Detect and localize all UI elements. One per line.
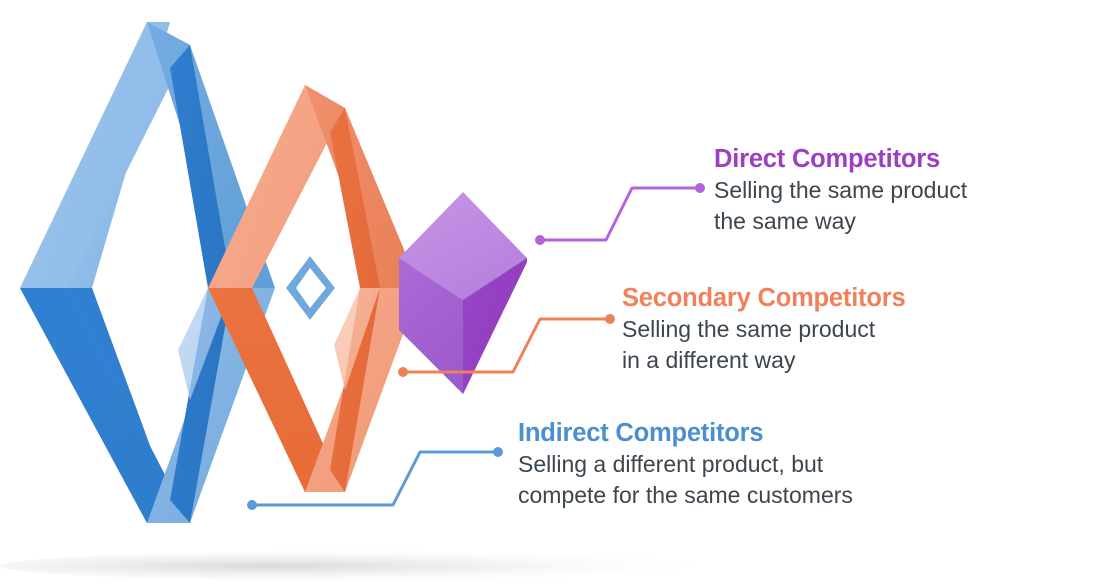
- label-group-indirect: Indirect Competitors Selling a different…: [518, 418, 853, 510]
- orange-diamond-ring: [208, 85, 420, 492]
- leader-line-indirect: [247, 447, 503, 510]
- bottom-shadow: [0, 550, 840, 582]
- label-line-secondary-1: Selling the same product: [622, 316, 876, 343]
- label-group-direct: Direct Competitors Selling the same prod…: [714, 144, 967, 236]
- label-title-direct: Direct Competitors: [714, 145, 940, 173]
- label-line-secondary-2: in a different way: [622, 346, 796, 373]
- leader-line-secondary: [398, 314, 615, 377]
- label-line-direct-2: the same way: [714, 207, 856, 234]
- label-title-indirect: Indirect Competitors: [518, 419, 764, 447]
- label-group-secondary: Secondary Competitors Selling the same p…: [622, 283, 906, 375]
- purple-cube: [399, 192, 527, 394]
- label-line-indirect-1: Selling a different product, but: [518, 451, 824, 478]
- label-line-direct-1: Selling the same product: [714, 177, 968, 204]
- label-line-indirect-2: compete for the same customers: [518, 481, 853, 508]
- label-title-secondary: Secondary Competitors: [622, 284, 906, 312]
- leader-line-direct: [535, 183, 705, 245]
